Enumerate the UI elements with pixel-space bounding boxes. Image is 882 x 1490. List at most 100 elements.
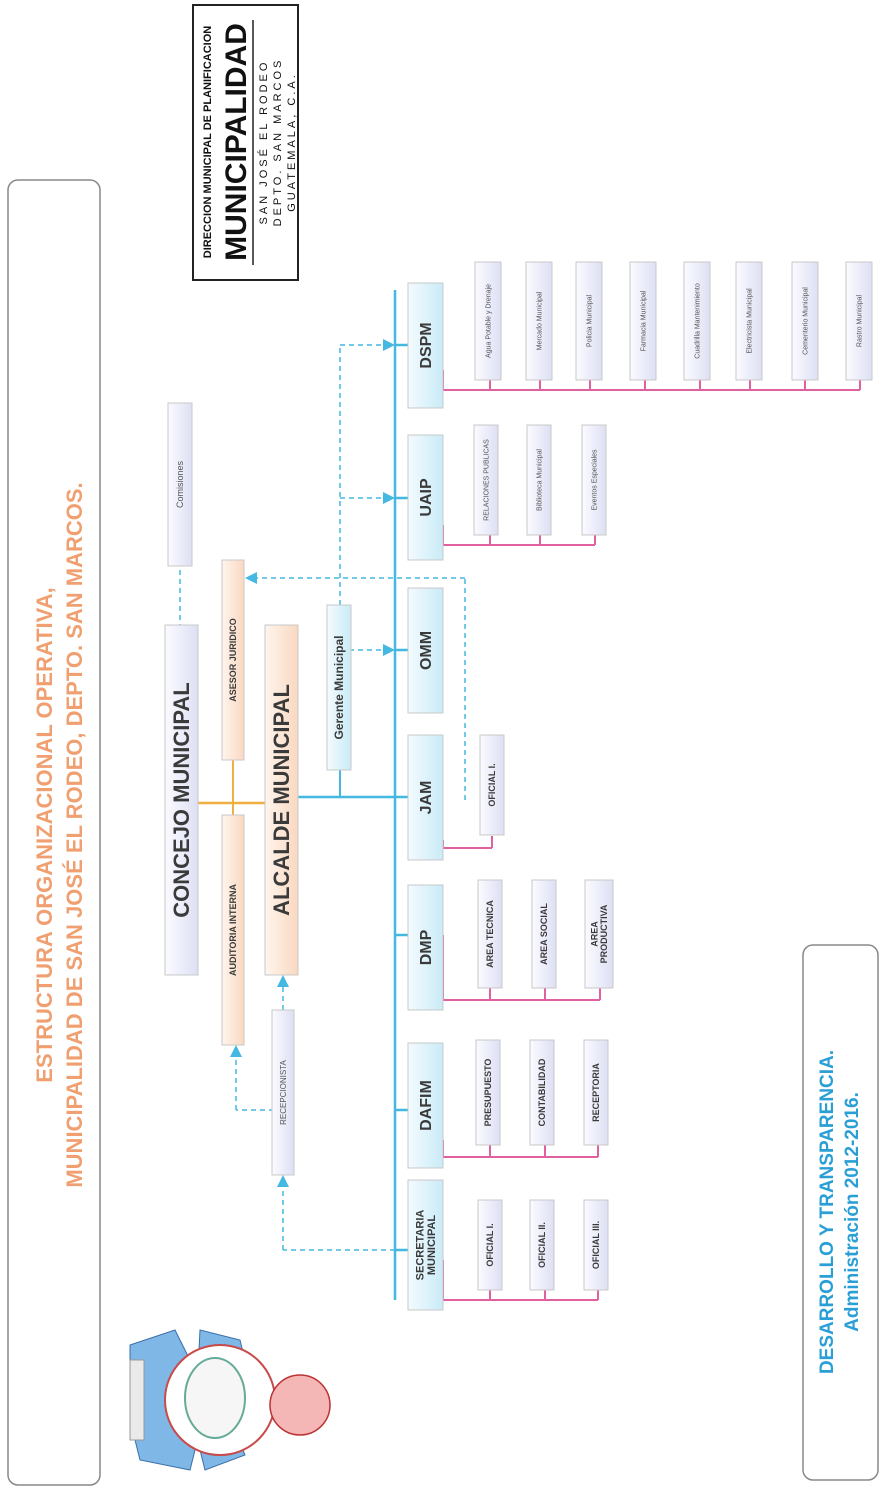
relaciones-node-box [473,424,499,536]
dmp-node-label: DMP [418,929,435,965]
auditoria-node-label: AUDITORIA INTERNA [228,884,238,977]
agua-node-label: Agua Potable y Drenaje [485,284,492,358]
contabilidad-node-box [529,1039,555,1146]
electricista-node: Electricista Municipal [735,261,763,381]
policia-node: Policia Municipal [575,261,603,381]
omm-node: OMM [407,587,444,714]
dspm-node-box [407,282,444,409]
eventos-node-box [581,424,607,536]
auditoria-node-box [221,814,245,1046]
biblioteca-node: Biblioteca Municipal [526,424,552,536]
dafim-node-box [407,1042,444,1169]
secretaria-node-label: MUNICIPAL [426,1215,438,1276]
asesor-node-box [221,559,245,761]
mercado-node-box [525,261,553,381]
electricista-node-label: Electricista Municipal [746,288,753,354]
eventos-node: Eventos Especiales [581,424,607,536]
concejo-node-box [164,624,199,976]
alcalde-node: ALCALDE MUNICIPAL [264,624,299,976]
farmacia-node: Farmacia Municipal [629,261,657,381]
area-productiva-node-label: PRODUCTIVA [599,904,609,963]
comisiones-node-box [167,402,193,567]
area-tecnica-node-box [477,879,503,989]
mercado-node: Mercado Municipal [525,261,553,381]
jam-node-label: JAM [418,781,435,815]
electricista-node-box [735,261,763,381]
dspm-node: DSPM [407,282,444,409]
farmacia-node-label: Farmacia Municipal [640,290,647,351]
asesor-node: ASESOR JURIDICO [221,559,245,761]
jam-oficial-node-box [479,734,505,836]
dmp-node: DMP [407,884,444,1011]
cementerio-node: Cementerio Municipal [791,261,819,381]
stamp: DIRECCION MUNICIPAL DE PLANIFICACION MUN… [192,4,299,281]
omm-node-label: OMM [418,631,435,670]
footer-line1: DESARROLLO Y TRANSPARENCIA. [817,1050,838,1374]
sec-oficial3-node-label: OFICIAL III. [591,1221,601,1269]
gerente-node-label: Gerente Municipal [332,635,346,739]
sec-oficial1-node-box [477,1199,503,1291]
agua-node: Agua Potable y Drenaje [474,261,502,381]
stamp-line1: DIRECCION MUNICIPAL DE PLANIFICACION [202,26,214,258]
title-panel: ESTRUCTURA ORGANIZACIONAL OPERATIVA, MUN… [7,179,101,1486]
sec-oficial2-node-label: OFICIAL II. [537,1222,547,1268]
presupuesto-node-box [475,1039,501,1146]
uaip-node-box [407,434,444,561]
contabilidad-node-label: CONTABILIDAD [537,1058,547,1126]
cuadrilla-node: Cuadrilla Mantenimiento [683,261,711,381]
comisiones-node: Comisiones [167,402,193,567]
sec-oficial2-node: OFICIAL II. [529,1199,555,1291]
omm-node-box [407,587,444,714]
recepcionista-node: RECEPCIONISTA [271,1009,295,1176]
biblioteca-node-label: Biblioteca Municipal [536,449,543,511]
asesor-node-label: ASESOR JURIDICO [228,618,238,702]
title-line2: MUNICIPALIDAD DE SAN JOSÉ EL RODEO, DEPT… [62,482,87,1187]
sec-oficial3-node: OFICIAL III. [583,1199,609,1291]
recepcionista-node-box [271,1009,295,1176]
dspm-node-label: DSPM [418,322,435,368]
area-social-node-label: AREA SOCIAL [539,903,549,965]
stamp-line5: GUATEMALA, C.A. [286,72,298,212]
presupuesto-node: PRESUPUESTO [475,1039,501,1146]
secretaria-node-box [407,1179,444,1311]
cementerio-node-box [791,261,819,381]
farmacia-node-box [629,261,657,381]
footer-line2: Administración 2012-2016. [842,1092,863,1332]
relaciones-node: RELACIONES PUBLICAS [473,424,499,536]
stamp-line2: MUNICIPALIDAD [220,23,253,261]
area-productiva-node-box [584,879,614,989]
connector-lines [179,290,861,1301]
cementerio-node-label: Cementerio Municipal [802,287,809,355]
title-line1: ESTRUCTURA ORGANIZACIONAL OPERATIVA, [32,587,57,1082]
policia-node-box [575,261,603,381]
gerente-node: Gerente Municipal [326,604,352,771]
rastro-node-box [845,261,873,381]
footer-panel: DESARROLLO Y TRANSPARENCIA. Administraci… [802,944,879,1481]
concejo-node: CONCEJO MUNICIPAL [164,624,199,976]
jam-node-box [407,734,444,861]
jam-oficial-node: OFICIAL I. [479,734,505,836]
area-social-node-box [531,879,557,989]
contabilidad-node: CONTABILIDAD [529,1039,555,1146]
mercado-node-label: Mercado Municipal [536,291,543,350]
sec-oficial1-node-label: OFICIAL I. [485,1223,495,1266]
stamp-line4: DEPTO. SAN MARCOS [272,58,284,227]
recepcionista-node-label: RECEPCIONISTA [279,1059,288,1124]
dafim-node: DAFIM [407,1042,444,1169]
sec-oficial1-node: OFICIAL I. [477,1199,503,1291]
sec-oficial3-node-box [583,1199,609,1291]
uaip-node-label: UAIP [418,478,435,517]
secretaria-node-label: SECRETARIA [415,1210,427,1281]
relaciones-node-label: RELACIONES PUBLICAS [483,439,490,521]
comisiones-node-label: Comisiones [175,460,185,508]
agua-node-box [474,261,502,381]
alcalde-node-box [264,624,299,976]
eventos-node-label: Eventos Especiales [591,449,598,511]
municipal-logo [129,1329,331,1471]
dafim-node-label: DAFIM [418,1080,435,1131]
gerente-node-box [326,604,352,771]
